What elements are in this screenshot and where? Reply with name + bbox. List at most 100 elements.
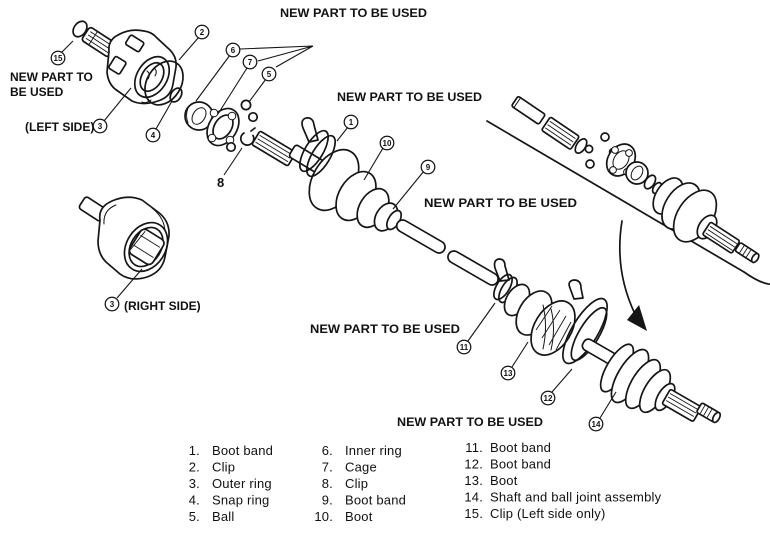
part-name: Outer ring <box>212 476 272 491</box>
snap-ring-2-part <box>141 60 184 106</box>
main-axle <box>251 117 722 424</box>
left-inner-joint-exploded <box>72 20 259 153</box>
svg-text:3: 3 <box>98 122 103 131</box>
parts-list: 1. Boot band 2. Clip 3. Outer ring 4. Sn… <box>189 440 662 524</box>
svg-text:1: 1 <box>349 118 354 127</box>
leader-lines <box>60 36 617 419</box>
svg-text:3: 3 <box>110 300 115 309</box>
callout-9: 9 <box>420 159 436 175</box>
svg-text:13: 13 <box>504 369 513 378</box>
svg-text:2: 2 <box>200 28 205 37</box>
part-num: 7. <box>322 460 333 475</box>
inner-ring-6-part <box>184 101 214 131</box>
part-name: Shaft and ball joint assembly <box>490 490 662 505</box>
part-num: 11. <box>465 440 483 455</box>
boot-10-part <box>335 170 399 232</box>
assembly-direction-arrow <box>618 220 647 331</box>
callout-15: 15 <box>50 50 66 66</box>
callout-3-right: 3 <box>104 296 120 312</box>
part-name: Boot band <box>345 493 406 508</box>
right-side-label: (RIGHT SIDE) <box>124 299 201 313</box>
callout-5: 5 <box>261 66 277 82</box>
annotation-new-part-upper-middle: NEW PART TO BE USED <box>337 90 482 104</box>
part-name: Cage <box>345 460 377 475</box>
joint-14-splined-shaft <box>661 388 702 422</box>
part-name: Inner ring <box>345 443 402 458</box>
inset-threaded-tip <box>734 242 760 264</box>
boot-13-part <box>503 283 576 356</box>
part-name: Boot band <box>212 443 273 458</box>
part-num: 15. <box>464 506 483 521</box>
parts-list-col1: 1. Boot band 2. Clip 3. Outer ring 4. Sn… <box>189 443 273 524</box>
callout-3-left: 3 <box>92 118 108 134</box>
callout-14: 14 <box>588 416 604 432</box>
svg-text:14: 14 <box>592 420 601 429</box>
part-num: 5. <box>189 509 200 524</box>
inset-shaft-splined <box>541 116 580 150</box>
svg-text:15: 15 <box>54 54 63 63</box>
svg-text:9: 9 <box>426 163 431 172</box>
part-num: 8. <box>322 476 333 491</box>
parts-list-col2: 6. Inner ring 7. Cage 8. Clip 9. Boot ba… <box>314 443 406 524</box>
left-side-label: (LEFT SIDE) <box>25 120 94 134</box>
part-num: 9. <box>322 493 333 508</box>
cage-7-part <box>206 107 240 147</box>
svg-text:5: 5 <box>267 70 272 79</box>
callout-7: 7 <box>242 54 258 70</box>
svg-text:12: 12 <box>544 394 553 403</box>
axle-shaft-segment-b <box>447 250 499 286</box>
ball-joint-14-part <box>599 343 676 414</box>
balls-5-part <box>225 99 259 153</box>
clip-8-label: 8 <box>217 175 224 190</box>
boot-band-1-part <box>299 117 336 178</box>
svg-text:4: 4 <box>151 131 156 140</box>
part-name: Clip (Left side only) <box>490 506 605 521</box>
annotation-new-part-left-line2: BE USED <box>10 85 64 99</box>
part-num: 14. <box>464 490 483 505</box>
inset-inner-ring <box>625 161 663 195</box>
part-name: Clip <box>212 460 235 475</box>
callout-4: 4 <box>145 127 161 143</box>
svg-text:10: 10 <box>383 139 392 148</box>
part-num: 13. <box>464 473 483 488</box>
callout-13: 13 <box>500 365 516 381</box>
part-num: 3. <box>189 476 200 491</box>
part-name: Boot band <box>490 440 551 455</box>
inset-border-line <box>486 120 770 285</box>
part-num: 10. <box>314 509 333 524</box>
inset-panel <box>486 96 770 331</box>
part-name: Clip <box>345 476 368 491</box>
svg-text:11: 11 <box>460 343 469 352</box>
callout-1: 1 <box>343 114 359 130</box>
annotation-new-part-bottom: NEW PART TO BE USED <box>397 415 543 429</box>
part-name: Boot band <box>490 457 551 472</box>
part-num: 2. <box>189 460 200 475</box>
outer-ring-3-left-part <box>106 29 177 105</box>
annotation-new-part-middle-right: NEW PART TO BE USED <box>424 196 577 210</box>
axle-splined-input <box>251 130 297 167</box>
annotation-new-part-top: NEW PART TO BE USED <box>280 6 427 20</box>
callout-11: 11 <box>456 339 472 355</box>
part-num: 4. <box>189 493 200 508</box>
part-name: Ball <box>212 509 234 524</box>
part-name: Snap ring <box>212 493 269 508</box>
inset-output-shaft-splined <box>702 221 740 254</box>
inset-shaft-plain <box>511 96 546 125</box>
callout-12: 12 <box>540 390 556 406</box>
part-num: 6. <box>322 443 333 458</box>
part-num: 12. <box>464 457 483 472</box>
callout-10: 10 <box>379 135 395 151</box>
clip-8-part <box>239 127 256 146</box>
callout-6: 6 <box>225 42 241 58</box>
svg-text:7: 7 <box>248 58 253 67</box>
annotation-new-part-lower-middle: NEW PART TO BE USED <box>310 322 460 336</box>
part-name: Boot <box>490 473 518 488</box>
annotation-new-part-left-line1: NEW PART TO <box>10 70 93 84</box>
part-num: 1. <box>189 443 200 458</box>
boot-band-12-part <box>562 279 608 365</box>
svg-text:6: 6 <box>231 46 236 55</box>
part-name: Boot <box>345 509 373 524</box>
callout-2: 2 <box>194 24 210 40</box>
